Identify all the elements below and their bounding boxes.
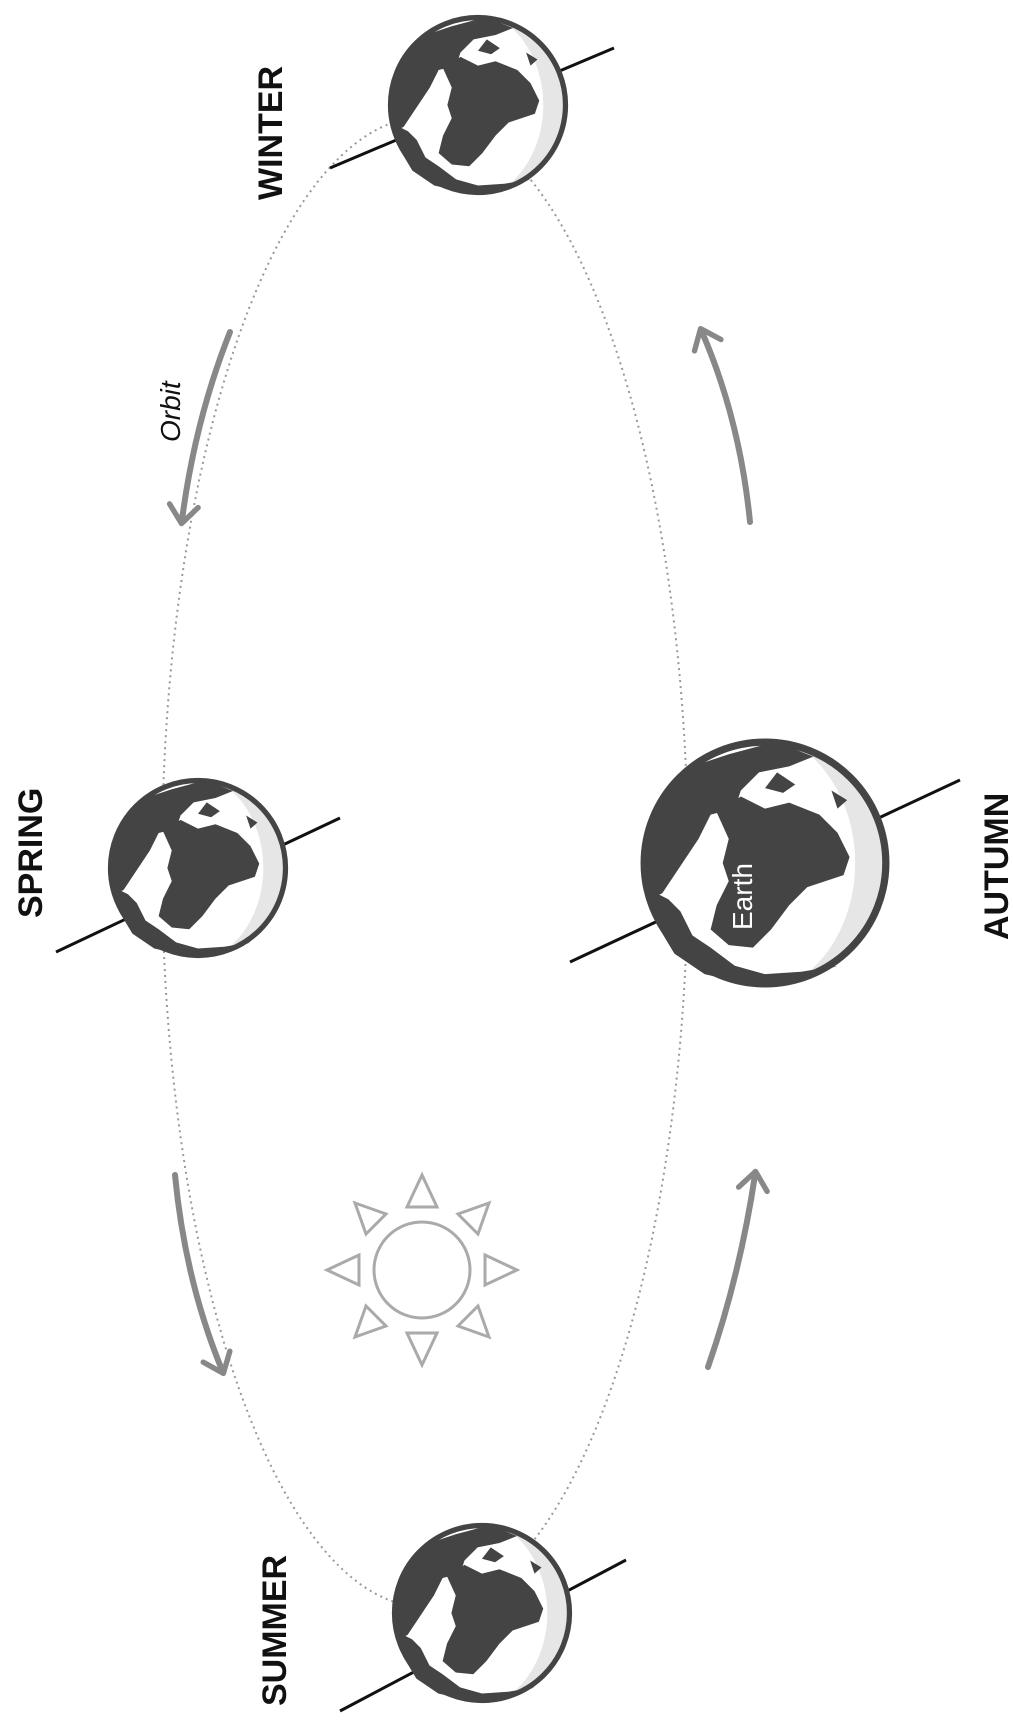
orbit-arrow-icon: [708, 1175, 755, 1367]
earth-globe-autumn: [570, 742, 960, 984]
earth-globe-icon: [111, 781, 286, 956]
earth-globe-icon: [395, 1526, 570, 1701]
label-winter: WINTER: [252, 66, 290, 200]
earth-globe-winter: [330, 18, 614, 193]
earth-label: Earth: [727, 863, 758, 930]
label-summer: SUMMER: [256, 1555, 294, 1706]
earth-globe-summer: [340, 1526, 626, 1712]
sun-icon: [327, 1175, 517, 1365]
earth-globe-spring: [56, 781, 340, 956]
earth-globe-icon: [391, 18, 566, 193]
earth-globe-icon: [644, 742, 886, 984]
label-autumn: AUTUMN: [978, 793, 1013, 940]
label-spring: SPRING: [12, 788, 50, 918]
orbit-arrow-icon: [702, 332, 750, 522]
orbit-label: Orbit: [155, 380, 186, 442]
orbit-arrow-icon: [182, 332, 230, 520]
orbit-arrow-icon: [175, 1175, 222, 1370]
